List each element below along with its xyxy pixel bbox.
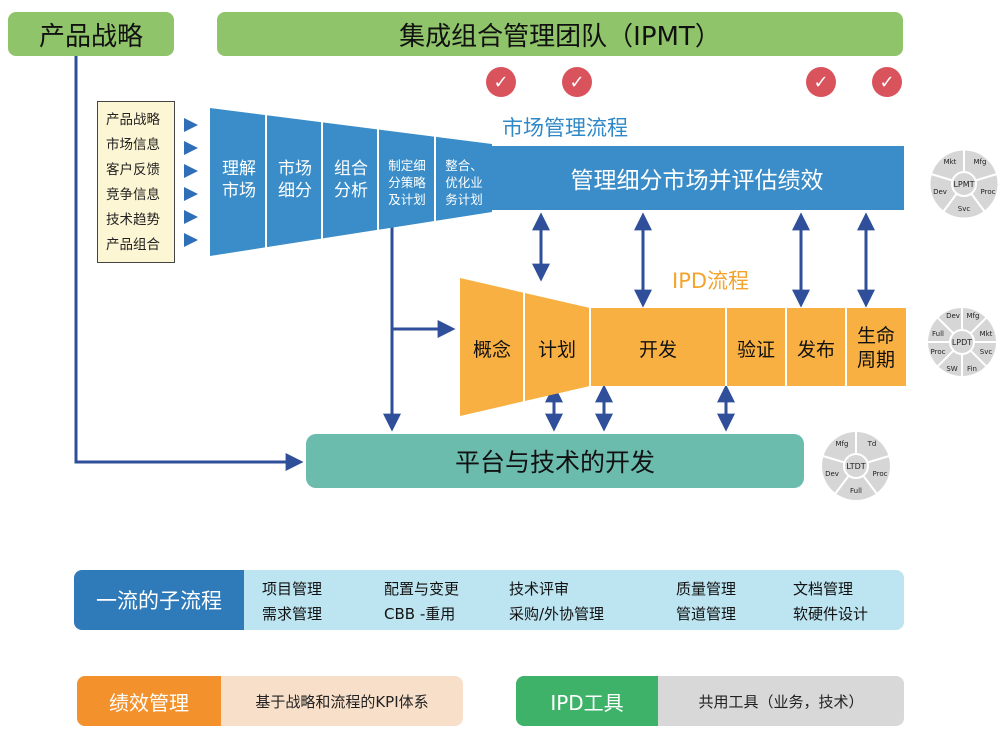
input-arrow-icon xyxy=(184,118,198,132)
step-line: 细分 xyxy=(278,181,312,201)
wheel-segment: Proc xyxy=(931,348,946,356)
wheel-center: LTDT xyxy=(846,462,865,471)
step-line: 整合、 xyxy=(445,157,483,173)
input-item: 竞争信息 xyxy=(106,187,160,203)
performance-desc: 基于战略和流程的KPI体系 xyxy=(221,676,463,726)
wheel-segment: Mkt xyxy=(980,330,993,338)
step-line: 及计划 xyxy=(388,191,426,207)
performance-desc-label: 基于战略和流程的KPI体系 xyxy=(255,692,429,711)
subprocess-item: 配置与变更 xyxy=(384,580,460,598)
step-line: 分策略 xyxy=(388,174,426,190)
input-arrow-icon xyxy=(184,210,198,224)
inputs-list: 产品战略 市场信息 客户反馈 竞争信息 技术趋势 产品组合 xyxy=(97,101,175,263)
step-line: 理解 xyxy=(222,159,256,179)
wheel-segment: Svc xyxy=(958,205,971,213)
check-icon: ✓ xyxy=(806,67,836,97)
market-funnel-shape xyxy=(210,108,492,258)
subprocess-item: 质量管理 xyxy=(676,580,737,598)
wheel-segment: Mkt xyxy=(944,158,957,166)
subprocess-item: 管道管理 xyxy=(676,605,737,623)
market-step-portfolio: 组合分析 xyxy=(324,140,378,220)
lpdt-team-wheel: LPDT Dev Mfg Mkt Svc Fin SW Proc Full xyxy=(928,308,996,376)
input-arrow-icon xyxy=(184,164,198,178)
performance-title-label: 绩效管理 xyxy=(109,690,189,715)
step-line: 组合 xyxy=(334,159,368,179)
input-item: 技术趋势 xyxy=(106,212,160,228)
product-strategy-bar: 产品战略 xyxy=(8,12,174,56)
subprocess-item: 需求管理 xyxy=(262,605,323,623)
market-process-title: 市场管理流程 xyxy=(502,116,628,140)
input-item: 市场信息 xyxy=(106,137,160,153)
wheel-center: LPMT xyxy=(953,180,974,189)
subprocess-item: 采购/外协管理 xyxy=(509,605,605,623)
wheel-segment: Proc xyxy=(981,188,996,196)
platform-tech-label: 平台与技术的开发 xyxy=(454,448,655,477)
market-step-segment: 市场细分 xyxy=(268,140,322,220)
step-line: 务计划 xyxy=(445,191,483,207)
ipd-process-title: IPD流程 xyxy=(672,269,750,293)
market-step-understand: 理解市场 xyxy=(212,140,266,220)
ipd-step-plan: 计划 xyxy=(537,338,576,361)
ipd-step-develop: 开发 xyxy=(638,338,677,361)
input-arrow-icon xyxy=(184,141,198,155)
input-arrow-icon xyxy=(184,233,198,247)
check-icon: ✓ xyxy=(486,67,516,97)
tools-desc: 共用工具（业务，技术） xyxy=(658,676,904,726)
platform-tech-bar: 平台与技术的开发 xyxy=(306,434,804,488)
lpmt-team-wheel: LPMT Mkt Mfg Proc Svc Dev xyxy=(929,149,999,219)
product-strategy-label: 产品战略 xyxy=(38,21,143,52)
input-arrow-icon xyxy=(184,187,198,201)
wheel-segment: Dev xyxy=(933,188,947,196)
ipmt-bar: 集成组合管理团队（IPMT） xyxy=(217,12,903,56)
step-line: 市场 xyxy=(278,159,312,179)
check-icon: ✓ xyxy=(872,67,902,97)
input-item: 客户反馈 xyxy=(106,162,160,178)
ipd-step-release: 发布 xyxy=(796,338,835,361)
ipd-step-lifecycle: 生命周期 xyxy=(847,318,905,378)
tools-title: IPD工具 xyxy=(516,676,658,726)
manage-segments-label: 管理细分市场并评估绩效 xyxy=(570,168,824,194)
lifecycle-line: 生命 xyxy=(856,325,895,347)
ipd-step-concept: 概念 xyxy=(472,338,511,361)
input-item: 产品组合 xyxy=(106,237,160,253)
input-item: 产品战略 xyxy=(106,112,160,128)
wheel-segment: Full xyxy=(850,487,862,495)
subprocess-item: CBB -重用 xyxy=(384,605,456,623)
wheel-segment: Td xyxy=(867,440,877,448)
wheel-segment: Mfg xyxy=(974,158,987,166)
wheel-segment: Dev xyxy=(825,470,839,478)
check-icon: ✓ xyxy=(562,67,592,97)
subprocess-item: 技术评审 xyxy=(509,580,570,598)
performance-title: 绩效管理 xyxy=(77,676,221,726)
manage-segments-bar: 管理细分市场并评估绩效 xyxy=(490,146,904,210)
step-line: 制定细 xyxy=(388,157,426,173)
ipd-step-verify: 验证 xyxy=(736,338,775,361)
subprocess-item: 软硬件设计 xyxy=(793,605,869,623)
wheel-segment: Dev xyxy=(946,312,960,320)
market-step-integrate: 整合、优化业务计划 xyxy=(436,144,492,220)
ipmt-label: 集成组合管理团队（IPMT） xyxy=(399,21,721,52)
wheel-segment: SW xyxy=(946,365,957,373)
step-line: 市场 xyxy=(222,181,256,201)
ltdt-team-wheel: LTDT Mfg Td Proc Full Dev xyxy=(822,432,890,500)
wheel-segment: Fin xyxy=(967,365,977,373)
wheel-segment: Mfg xyxy=(967,312,980,320)
subprocess-item: 文档管理 xyxy=(793,580,854,598)
subprocess-title: 一流的子流程 xyxy=(74,570,244,630)
step-line: 分析 xyxy=(334,181,368,201)
subprocess-item: 项目管理 xyxy=(262,580,323,598)
wheel-segment: Svc xyxy=(980,348,993,356)
tools-title-label: IPD工具 xyxy=(550,690,624,715)
lifecycle-line: 周期 xyxy=(856,349,895,371)
step-line: 优化业 xyxy=(445,174,483,190)
market-step-strategy: 制定细分策略及计划 xyxy=(379,144,435,220)
wheel-segment: Full xyxy=(932,330,944,338)
tools-desc-label: 共用工具（业务，技术） xyxy=(698,692,864,711)
subprocess-title-label: 一流的子流程 xyxy=(96,589,222,613)
wheel-segment: Mfg xyxy=(836,440,849,448)
ipd-funnel-shape xyxy=(460,278,906,416)
wheel-center: LPDT xyxy=(952,338,972,347)
wheel-segment: Proc xyxy=(873,470,888,478)
